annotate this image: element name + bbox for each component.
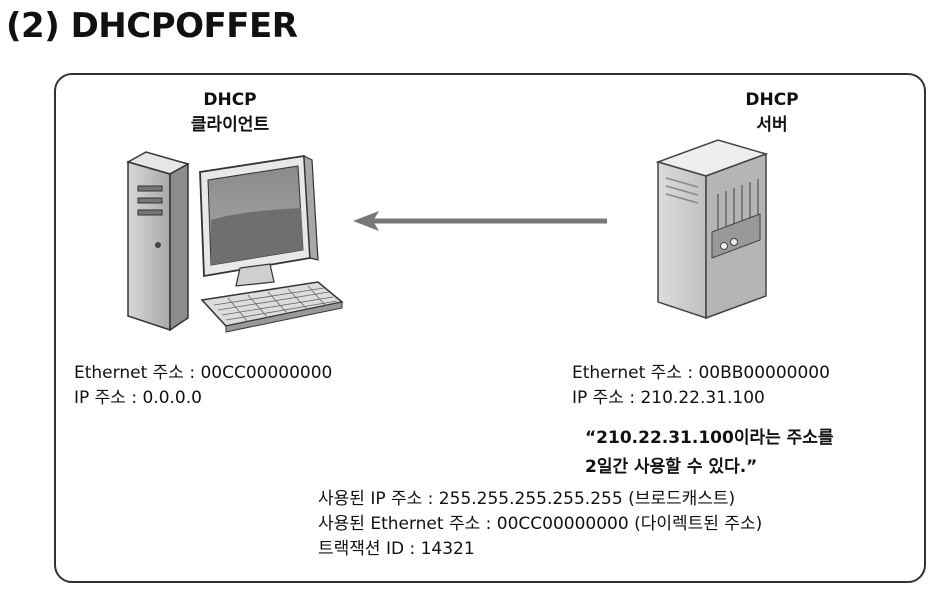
client-label: DHCP 클라이언트: [160, 88, 300, 138]
client-ethernet-address: Ethernet 주소 : 00CC00000000: [74, 363, 333, 383]
client-ip-address: IP 주소 : 0.0.0.0: [74, 388, 202, 408]
page-title: (2) DHCPOFFER: [6, 6, 298, 46]
client-address-info: Ethernet 주소 : 00CC00000000 IP 주소 : 0.0.0…: [74, 361, 332, 411]
server-address-info: Ethernet 주소 : 00BB00000000 IP 주소 : 210.2…: [572, 361, 830, 411]
packet-details: 사용된 IP 주소 : 255.255.255.255.255 (브로드캐스트)…: [318, 487, 762, 562]
server-label-role: 서버: [756, 115, 788, 135]
desktop-computer-icon: [126, 151, 344, 333]
server-ip-address: IP 주소 : 210.22.31.100: [572, 388, 765, 408]
client-label-protocol: DHCP: [203, 90, 257, 110]
server-tower-icon: [655, 139, 769, 320]
used-ip-address: 사용된 IP 주소 : 255.255.255.255.255 (브로드캐스트): [318, 489, 736, 509]
client-label-role: 클라이언트: [190, 115, 270, 135]
diagram-frame: [54, 73, 926, 583]
offer-message: “210.22.31.100이라는 주소를 2일간 사용할 수 있다.”: [585, 424, 834, 482]
server-label-protocol: DHCP: [745, 90, 799, 110]
transaction-id: 트랙잭션 ID : 14321: [318, 539, 475, 559]
offer-message-line1: “210.22.31.100이라는 주소를: [585, 428, 834, 448]
offer-arrow: [353, 211, 607, 231]
offer-message-line2: 2일간 사용할 수 있다.”: [585, 457, 758, 477]
server-label: DHCP 서버: [712, 88, 832, 138]
server-ethernet-address: Ethernet 주소 : 00BB00000000: [572, 363, 830, 383]
used-ethernet-address: 사용된 Ethernet 주소 : 00CC00000000 (다이렉트된 주소…: [318, 514, 763, 534]
